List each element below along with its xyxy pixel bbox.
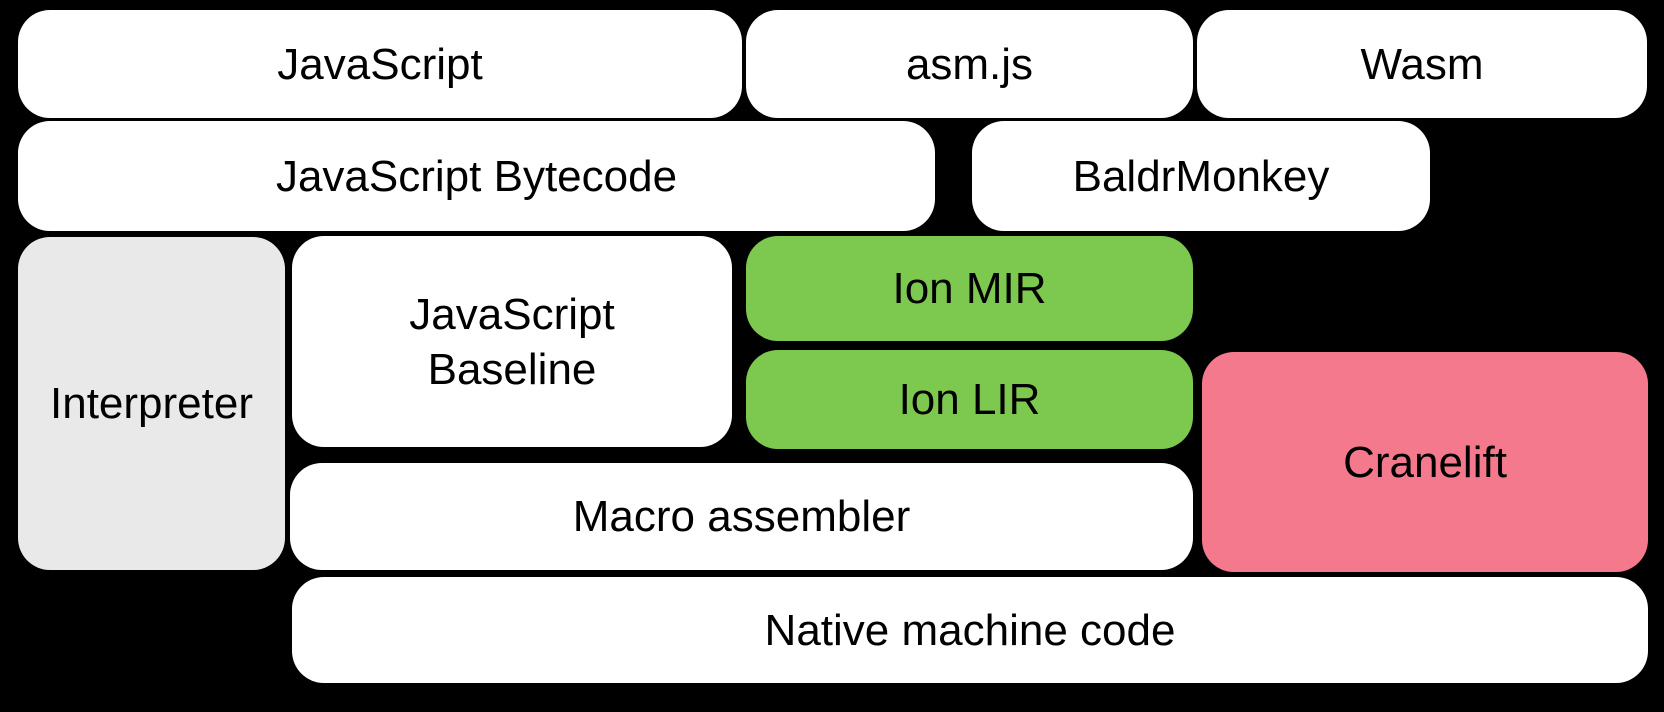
node-baldrmonkey-label: BaldrMonkey [1072,151,1330,201]
node-ion-mir-label: Ion MIR [892,264,1047,313]
node-javascript-baseline-label: JavaScript Baseline [409,289,615,394]
node-macro-assembler-label: Macro assembler [572,492,911,541]
node-native-machine-code: Native machine code [292,577,1648,683]
node-interpreter-label: Interpreter [50,379,253,428]
node-javascript-label: JavaScript [277,39,483,89]
node-wasm: Wasm [1197,10,1647,118]
node-ion-lir-label: Ion LIR [898,375,1041,424]
node-macro-assembler: Macro assembler [290,463,1193,570]
node-cranelift: Cranelift [1202,352,1648,572]
node-ion-lir: Ion LIR [746,350,1193,449]
node-javascript-baseline: JavaScript Baseline [292,236,732,447]
node-cranelift-label: Cranelift [1343,437,1507,487]
node-interpreter: Interpreter [18,237,285,570]
node-javascript-bytecode-label: JavaScript Bytecode [275,151,678,201]
node-javascript: JavaScript [18,10,742,118]
node-ion-mir: Ion MIR [746,236,1193,341]
node-native-machine-code-label: Native machine code [764,605,1176,655]
node-wasm-label: Wasm [1360,39,1484,89]
node-asmjs-label: asm.js [905,39,1034,89]
node-javascript-bytecode: JavaScript Bytecode [18,121,935,231]
node-baldrmonkey: BaldrMonkey [972,121,1430,231]
node-asmjs: asm.js [746,10,1193,118]
